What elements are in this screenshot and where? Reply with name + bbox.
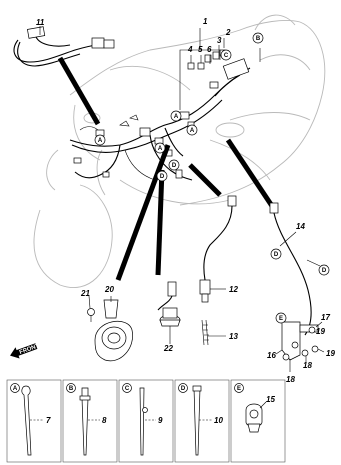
lead-wire-14[interactable] bbox=[269, 202, 321, 336]
callout-20: 20 bbox=[104, 285, 114, 294]
marker-C-top: C bbox=[220, 49, 232, 61]
callout-numbers: 1 2 3 4 5 6 11 12 13 14 16 17 18 18 19 1… bbox=[36, 17, 335, 384]
callout-4: 4 bbox=[187, 45, 193, 54]
callout-2: 2 bbox=[225, 28, 231, 37]
svg-text:D: D bbox=[181, 386, 186, 392]
horn-20[interactable] bbox=[94, 296, 133, 362]
part-13[interactable] bbox=[201, 319, 226, 346]
callout-14: 14 bbox=[296, 222, 305, 231]
svg-text:E: E bbox=[237, 386, 241, 392]
svg-text:A: A bbox=[158, 146, 163, 152]
svg-text:A: A bbox=[98, 138, 103, 144]
bracket-assembly[interactable] bbox=[275, 321, 325, 372]
callout-19b: 19 bbox=[326, 349, 335, 358]
callout-17: 17 bbox=[321, 313, 330, 322]
legend-box-D: D 10 bbox=[174, 379, 230, 463]
svg-text:A: A bbox=[174, 114, 179, 120]
marker-D-center: D bbox=[168, 159, 180, 171]
callout-3: 3 bbox=[217, 36, 222, 45]
svg-text:A: A bbox=[13, 386, 18, 392]
marker-E-bracket: E bbox=[275, 312, 287, 324]
marker-D-lead-right: D bbox=[318, 264, 330, 276]
callout-5: 5 bbox=[198, 45, 203, 54]
callout-16: 16 bbox=[267, 351, 276, 360]
top-leaders bbox=[179, 28, 261, 110]
marker-A-left: A bbox=[94, 134, 106, 146]
callout-15: 15 bbox=[266, 395, 275, 404]
legend-box-E: E 15 bbox=[230, 379, 286, 463]
legend-box-C: C 9 bbox=[118, 379, 174, 463]
letter-markers: B C A A A D D A bbox=[94, 32, 330, 324]
svg-text:E: E bbox=[279, 316, 283, 322]
marker-D-left: D bbox=[156, 170, 168, 182]
front-arrow: FRONT bbox=[10, 343, 41, 359]
svg-text:C: C bbox=[125, 386, 130, 392]
svg-text:C: C bbox=[224, 53, 229, 59]
callout-9: 9 bbox=[158, 416, 163, 425]
legend-box-A: A 7 bbox=[6, 379, 62, 463]
callout-6: 6 bbox=[207, 45, 212, 54]
svg-text:D: D bbox=[322, 268, 327, 274]
callout-21: 21 bbox=[80, 289, 90, 298]
callout-12: 12 bbox=[229, 285, 238, 294]
tie-legend: A 7 B 8 C 9 D bbox=[6, 379, 286, 463]
callout-7: 7 bbox=[46, 416, 51, 425]
callout-10: 10 bbox=[214, 416, 223, 425]
callout-22: 22 bbox=[163, 344, 173, 353]
callout-18b: 18 bbox=[286, 375, 295, 384]
callout-13: 13 bbox=[229, 332, 238, 341]
main-wiring-harness[interactable] bbox=[69, 49, 251, 181]
svg-text:A: A bbox=[190, 128, 195, 134]
svg-text:D: D bbox=[160, 174, 165, 180]
sensor-12[interactable] bbox=[199, 195, 237, 303]
svg-text:B: B bbox=[69, 386, 74, 392]
marker-B-top: B bbox=[252, 32, 264, 44]
svg-text:D: D bbox=[274, 252, 279, 258]
sub-harness-11[interactable] bbox=[13, 26, 115, 67]
svg-text:B: B bbox=[256, 36, 261, 42]
svg-text:FRONT: FRONT bbox=[19, 343, 41, 356]
callout-8: 8 bbox=[102, 416, 107, 425]
marker-A-mid: A bbox=[170, 110, 182, 122]
motorcycle-silhouette bbox=[33, 14, 326, 288]
pointer-lines bbox=[57, 56, 275, 281]
switch-22[interactable] bbox=[157, 281, 181, 344]
callout-19: 19 bbox=[316, 327, 325, 336]
callout-18: 18 bbox=[303, 361, 312, 370]
bolt-21[interactable] bbox=[87, 295, 95, 322]
svg-text:D: D bbox=[172, 163, 177, 169]
marker-A-center: A bbox=[154, 142, 166, 154]
callout-1: 1 bbox=[203, 17, 208, 26]
legend-box-B: B 8 bbox=[62, 379, 118, 463]
marker-A-right: A bbox=[186, 124, 198, 136]
marker-D-lead: D bbox=[270, 248, 282, 260]
callout-11: 11 bbox=[36, 18, 45, 27]
